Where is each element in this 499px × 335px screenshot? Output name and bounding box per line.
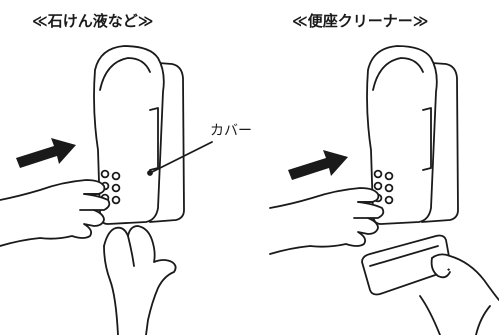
right-panel-title: ≪便座クリーナー≫ <box>292 12 429 30</box>
hand-icon <box>269 187 385 255</box>
right-dispenser <box>366 45 459 225</box>
left-dispenser <box>93 45 185 225</box>
cover-callout <box>147 141 213 176</box>
cover-label: カバー <box>210 123 252 139</box>
hand-icon <box>0 179 111 247</box>
left-panel-title: ≪石けん液など≫ <box>32 12 154 30</box>
hand-icon <box>103 225 177 335</box>
arrow-right-icon <box>288 150 348 180</box>
arrow-right-icon <box>16 138 76 168</box>
hand-icon <box>419 253 499 335</box>
